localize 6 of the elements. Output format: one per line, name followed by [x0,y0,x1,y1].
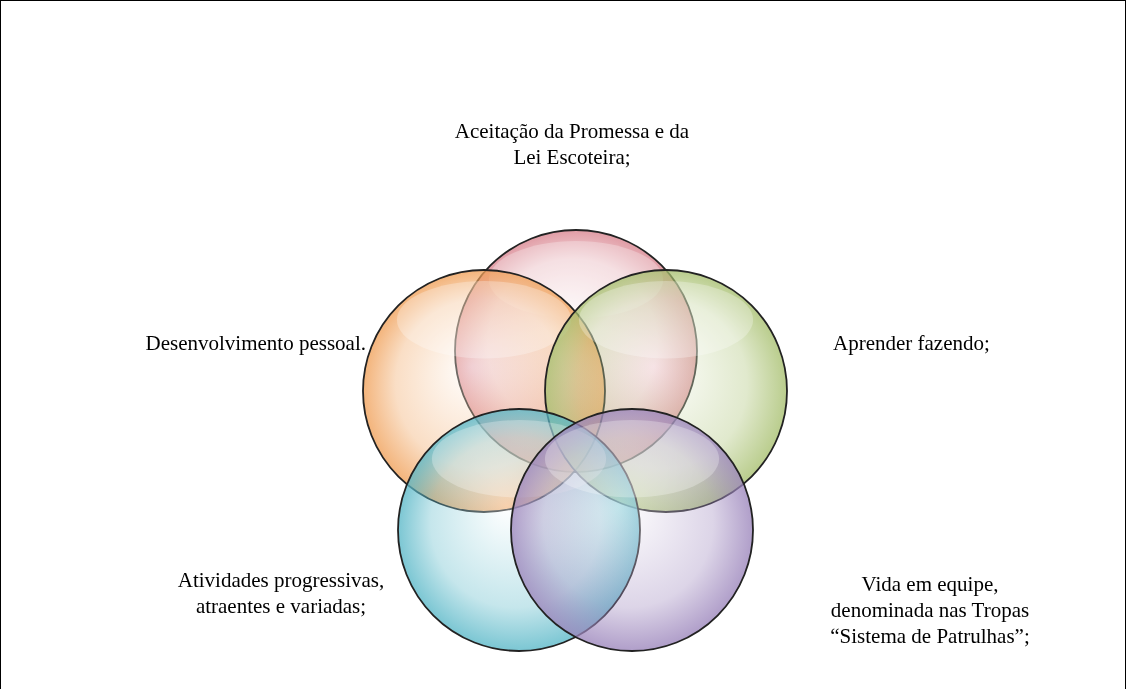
circle-caption: Aprender fazendo; [833,330,991,356]
circle-caption: Aceitação da Promessa e da Lei Escoteira; [453,118,691,170]
circle-caption: Vida em equipe, denominada nas Tropas “Sistema de Patrulhas”; [829,571,1031,649]
circle-caption: Atividades progressivas, atraentes e variadas; [176,567,386,619]
translucent-circle [510,408,754,652]
circle-caption: Desenvolvimento pessoal. [144,330,366,356]
